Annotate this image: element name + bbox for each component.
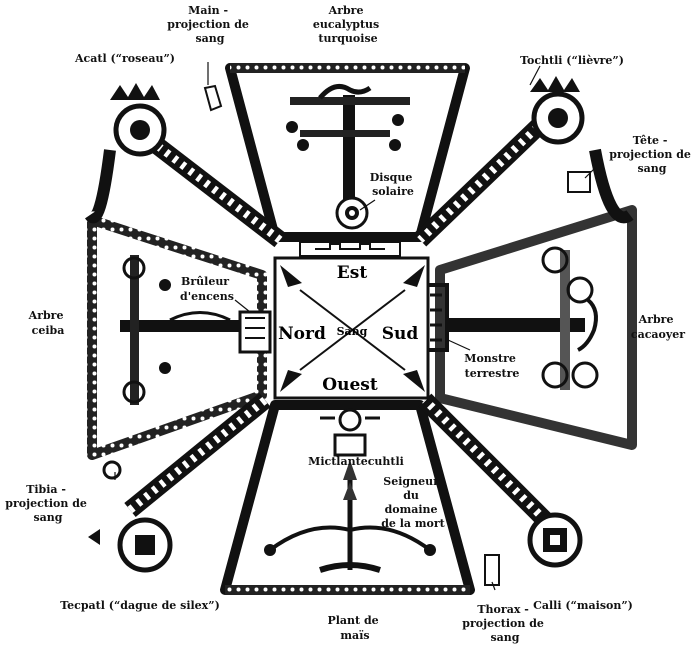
label-tochtli: Tochtli (“lièvre”) (520, 54, 624, 67)
label-arbre-ceiba: Arbre ceiba (28, 309, 68, 337)
sun-disk (337, 198, 367, 228)
tibia-icon (104, 462, 120, 478)
label-thorax-line1: Thorax - (477, 603, 528, 616)
label-arbre-cacaoyer-line2: cacaoyer (631, 328, 685, 341)
label-arbre-eucalyptus: Arbre eucalyptus turquoise (313, 4, 383, 45)
label-disque-line1: Disque (370, 171, 413, 184)
label-seigneur-line3: domaine (385, 503, 438, 516)
direction-west: Ouest (322, 375, 378, 395)
label-tibia: Tibia - projection de sang (5, 483, 90, 524)
label-arbre-cacaoyer-line1: Arbre (638, 313, 674, 326)
label-tecpatl: Tecpatl (“dague de silex”) (60, 599, 220, 612)
label-arbre-ceiba-line2: ceiba (32, 324, 65, 337)
label-arbre-eucalyptus-line1: Arbre (328, 4, 364, 17)
label-thorax-line2: projection de (462, 617, 544, 630)
label-tete: Tête - projection de sang (609, 134, 692, 175)
label-plant-line2: maïs (340, 629, 369, 642)
label-mictlantecuhtli: Mictlantecuhtli (308, 455, 404, 468)
label-main-line1: Main - (188, 4, 228, 17)
label-monstre-line1: Monstre (464, 352, 516, 365)
acatl-glyph (110, 83, 164, 154)
label-tibia-line3: sang (33, 511, 62, 524)
direction-north: Nord (278, 324, 326, 344)
label-disque-line2: solaire (372, 185, 414, 198)
label-seigneur-line2: du (403, 489, 419, 502)
label-main: Main - projection de sang (167, 4, 252, 45)
label-tete-line2: projection de (609, 148, 691, 161)
calli-glyph (530, 515, 580, 565)
south-panel (425, 210, 632, 445)
label-seigneur-line4: de la mort (381, 517, 445, 530)
thorax-icon (485, 555, 499, 585)
incense-burner (240, 312, 270, 352)
tochtli-glyph (530, 76, 582, 142)
label-bruleur-line1: Brûleur (181, 275, 229, 288)
label-calli: Calli (“maison”) (533, 599, 633, 612)
label-main-line2: projection de (167, 18, 249, 31)
label-bruleur-line2: d'encens (180, 290, 234, 303)
label-seigneur-line1: Seigneur (383, 475, 439, 488)
west-panel (225, 405, 470, 590)
direction-south: Sud (382, 324, 419, 344)
label-plant-line1: Plant de (327, 614, 378, 627)
label-tibia-line1: Tibia - (26, 483, 66, 496)
direction-east: Est (337, 263, 368, 283)
label-acatl: Acatl (“roseau”) (74, 52, 175, 65)
hand-icon (205, 86, 221, 110)
label-arbre-eucalyptus-line2: eucalyptus (313, 18, 379, 31)
label-arbre-ceiba-line1: Arbre (28, 309, 64, 322)
label-disque: Disque solaire (370, 171, 416, 198)
center-label: Sang (337, 325, 368, 338)
label-tete-line3: sang (637, 162, 666, 175)
head-icon (568, 172, 590, 192)
label-plant: Plant de maïs (327, 614, 382, 642)
label-monstre-line2: terrestre (465, 367, 520, 380)
label-seigneur: Seigneur du domaine de la mort (381, 475, 445, 530)
label-arbre-cacaoyer: Arbre cacaoyer (631, 313, 685, 341)
tecpatl-glyph (88, 520, 170, 570)
label-tibia-line2: projection de (5, 497, 87, 510)
label-main-line3: sang (195, 32, 224, 45)
label-tete-line1: Tête - (633, 134, 668, 147)
label-thorax-line3: sang (490, 631, 519, 644)
label-arbre-eucalyptus-line3: turquoise (318, 32, 377, 45)
